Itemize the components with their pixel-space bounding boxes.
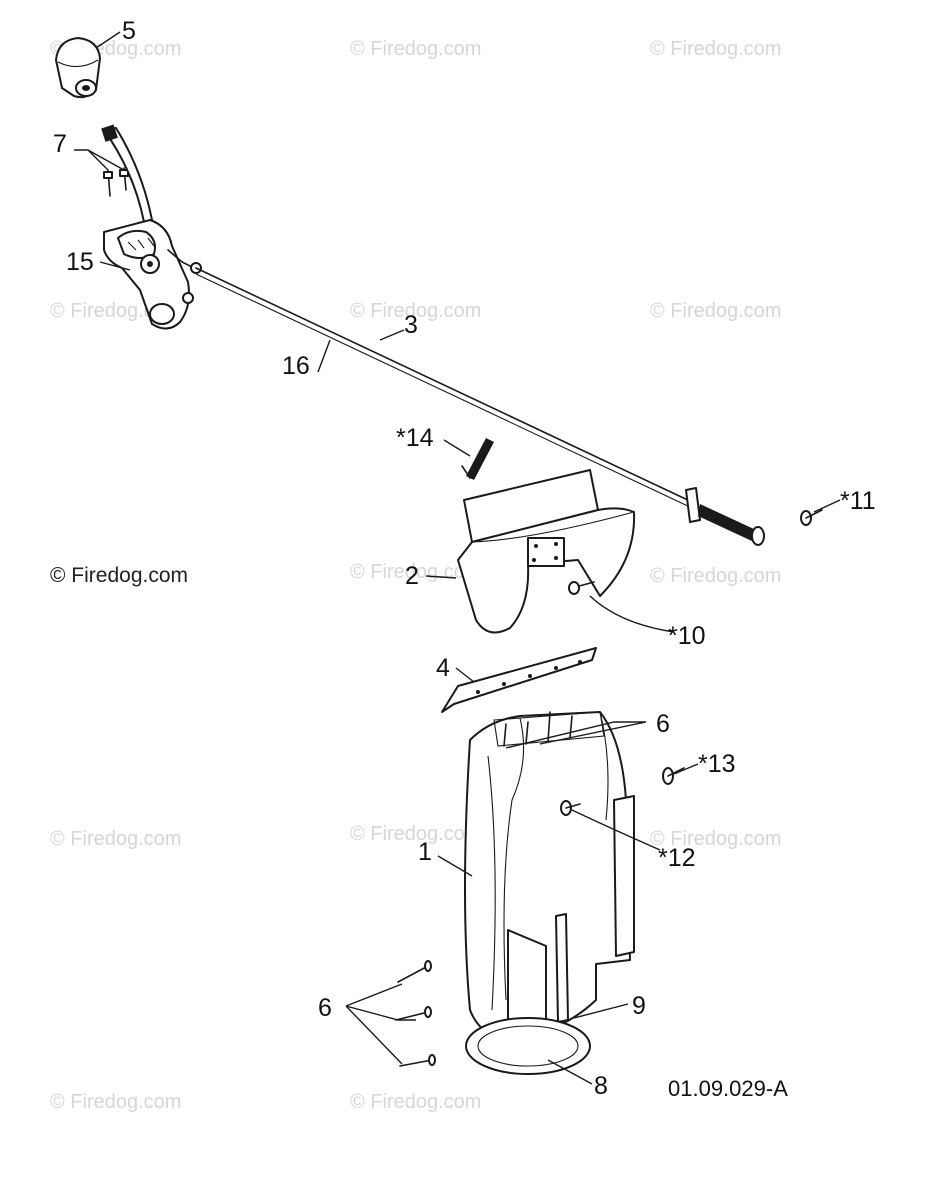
callout-2: 2: [405, 562, 419, 590]
callout-11: *11: [840, 487, 876, 515]
watermark: © Firedog.com: [50, 1091, 181, 1113]
watermark: © Firedog.com: [50, 828, 181, 850]
callout-5: 5: [122, 17, 136, 45]
watermark: © Firedog.com: [350, 300, 481, 322]
callout-15: 15: [66, 248, 94, 276]
callout-16: 16: [282, 352, 310, 380]
callout-10: *10: [668, 622, 706, 650]
watermark: © Firedog.com: [350, 823, 481, 845]
pin-set-part: [395, 960, 436, 1067]
shift-lever-assembly: [101, 124, 202, 330]
watermark: © Firedog.com: [350, 38, 481, 60]
callout-13: *13: [698, 750, 736, 778]
callout-8: 8: [594, 1072, 608, 1100]
watermark: © Firedog.com: [650, 565, 781, 587]
watermark: © Firedog.com: [650, 300, 781, 322]
chute-deflector-part: [457, 469, 636, 634]
callout-6-bottom: 6: [318, 994, 332, 1022]
watermark: © Firedog.com: [650, 828, 781, 850]
spring-part: [461, 438, 494, 480]
callout-3: 3: [404, 311, 418, 339]
pin-pair-part: [103, 167, 129, 197]
watermark-dark: © Firedog.com: [50, 564, 188, 587]
callout-9: 9: [632, 992, 646, 1020]
callout-4: 4: [436, 654, 450, 682]
callout-14: *14: [396, 424, 434, 452]
chute-body-part: [464, 711, 635, 1075]
shift-rod: [195, 267, 765, 546]
callout-7: 7: [53, 130, 67, 158]
strip-part: [441, 647, 597, 713]
watermark: © Firedog.com: [350, 1091, 481, 1113]
callout-labels: 5 7 15 3 16 *14 *11 2 *10 4 6 *13 1 *12 …: [53, 17, 876, 1101]
knob-part: [55, 37, 101, 99]
screw-part: [800, 509, 823, 526]
bolt-part: [662, 767, 685, 785]
leader-lines: [74, 31, 841, 1085]
watermark: © Firedog.com: [650, 38, 781, 60]
callout-12: *12: [658, 844, 696, 872]
watermark-layer: © Firedog.com © Firedog.com © Firedog.co…: [50, 38, 781, 1113]
callout-1: 1: [418, 838, 432, 866]
callout-6-top: 6: [656, 710, 670, 738]
drawing-code: 01.09.029-A: [668, 1076, 788, 1101]
